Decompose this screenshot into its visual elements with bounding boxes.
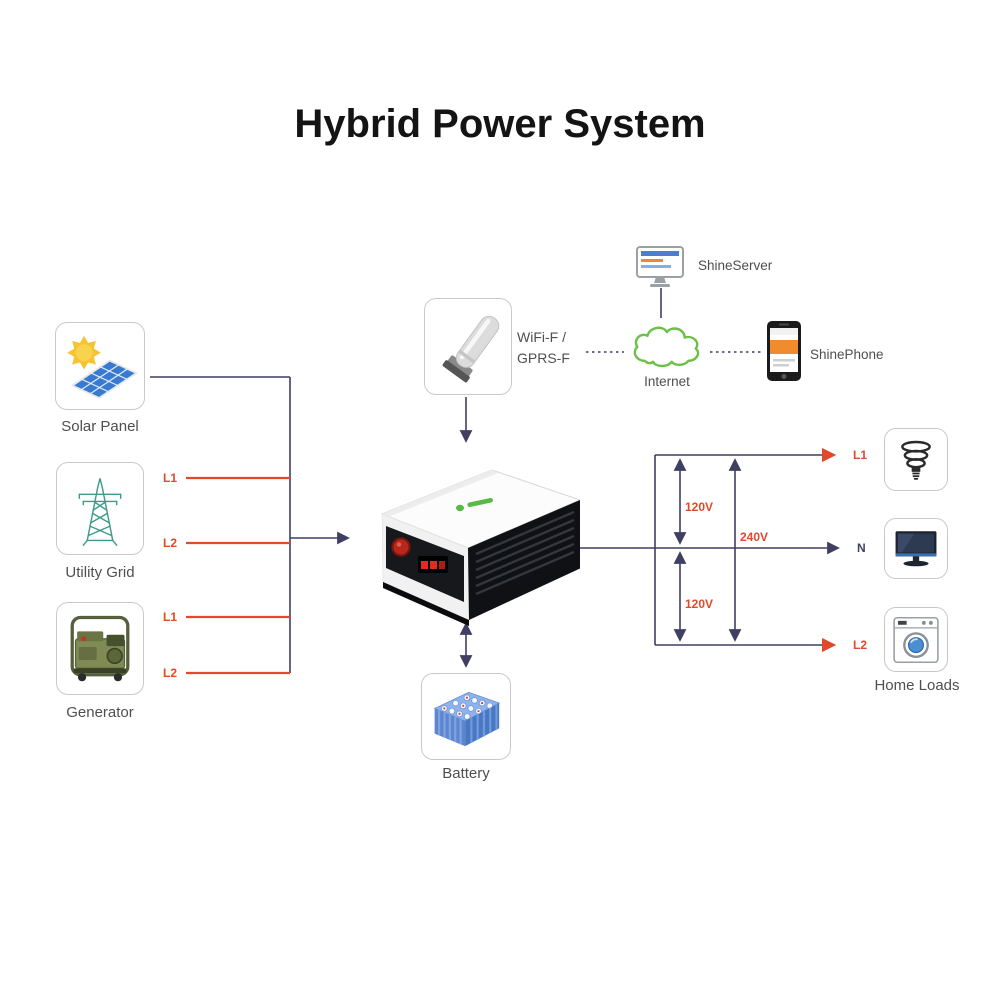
internet-label: Internet bbox=[644, 374, 690, 389]
voltage-240v-label: 240V bbox=[740, 530, 769, 544]
shinephone-icon bbox=[767, 321, 801, 381]
source-feed-lines bbox=[186, 476, 290, 675]
generator-icon bbox=[70, 615, 130, 681]
grid-l1-label: L1 bbox=[163, 471, 178, 485]
home-loads-label: Home Loads bbox=[874, 677, 960, 694]
grid-l2-label: L2 bbox=[163, 536, 178, 550]
output-l1-label: L1 bbox=[853, 448, 868, 462]
wifi-module-icon bbox=[442, 315, 500, 382]
cfl-bulb-icon bbox=[901, 440, 931, 480]
battery-node bbox=[421, 673, 511, 760]
tv-icon bbox=[895, 530, 937, 566]
wifi-module-node bbox=[424, 298, 512, 395]
battery-label: Battery bbox=[442, 765, 490, 782]
generator-node bbox=[56, 602, 144, 695]
generator-l2-label: L2 bbox=[163, 666, 178, 680]
source-bus-lines bbox=[150, 376, 350, 673]
tv-node bbox=[884, 518, 948, 579]
washing-machine-node bbox=[884, 607, 948, 672]
wifi-module-label: WiFi-F / GPRS-F bbox=[517, 327, 570, 369]
page-title: Hybrid Power System bbox=[294, 102, 706, 146]
inverter-image bbox=[380, 469, 580, 626]
vertical-links bbox=[459, 288, 662, 668]
shineserver-label: ShineServer bbox=[698, 258, 773, 273]
cfl-bulb-node bbox=[884, 428, 948, 491]
shinephone-label: ShinePhone bbox=[810, 347, 884, 362]
output-lines bbox=[572, 447, 840, 653]
wifi-label-line2: GPRS-F bbox=[517, 350, 570, 366]
utility-grid-icon bbox=[78, 477, 122, 546]
utility-grid-node bbox=[56, 462, 144, 555]
shineserver-icon bbox=[636, 246, 684, 287]
washing-machine-icon bbox=[893, 616, 939, 663]
solar-panel-node bbox=[55, 322, 145, 410]
utility-grid-label: Utility Grid bbox=[65, 564, 135, 581]
battery-icon bbox=[433, 691, 501, 746]
output-n-label: N bbox=[857, 541, 866, 555]
generator-label: Generator bbox=[66, 704, 134, 721]
voltage-120v-top-label: 120V bbox=[685, 500, 714, 514]
voltage-120v-bottom-label: 120V bbox=[685, 597, 714, 611]
output-l2-label: L2 bbox=[853, 638, 868, 652]
internet-cloud-icon bbox=[633, 326, 700, 368]
wifi-label-line1: WiFi-F / bbox=[517, 329, 566, 345]
solar-panel-icon bbox=[67, 335, 139, 399]
solar-panel-label: Solar Panel bbox=[61, 418, 139, 435]
generator-l1-label: L1 bbox=[163, 610, 178, 624]
